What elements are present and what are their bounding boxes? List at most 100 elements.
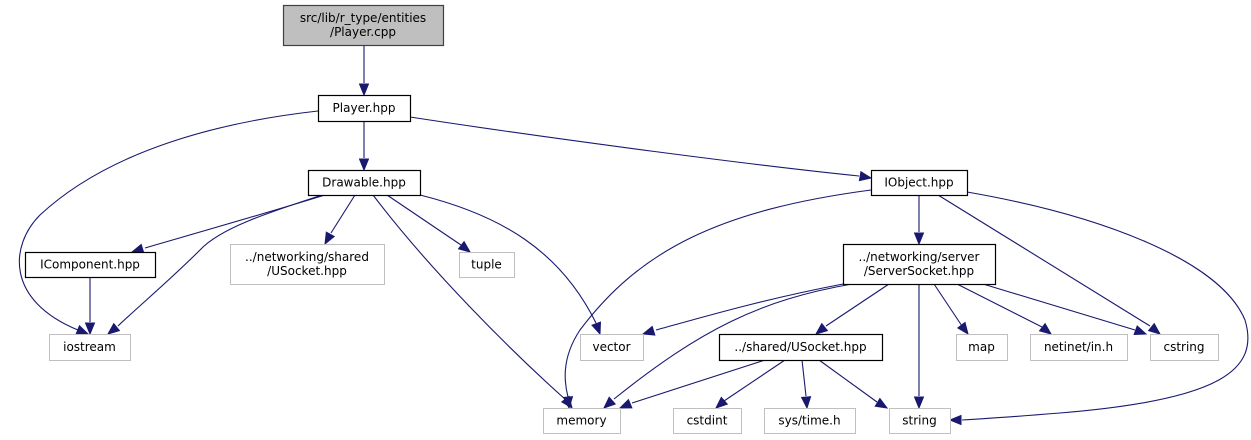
arrowhead-icon <box>618 398 633 409</box>
edge-line <box>818 359 878 403</box>
node-label: netinet/in.h <box>1044 340 1113 354</box>
arrowhead-icon <box>358 158 370 172</box>
arrowhead-icon <box>130 243 145 254</box>
node-label: /Player.cpp <box>330 25 396 39</box>
node-icomponent-hpp[interactable]: IComponent.hpp <box>24 251 157 279</box>
edge-iobject-hpp-to-string <box>948 191 1249 426</box>
node-box <box>230 244 385 285</box>
edge-line <box>933 283 963 327</box>
node-box <box>1150 334 1219 361</box>
arrowhead-icon <box>358 83 370 97</box>
edge-shared-usocket-hpp-to-memory <box>618 359 766 409</box>
arrowhead-icon <box>874 397 889 409</box>
node-label: IObject.hpp <box>884 176 953 190</box>
node-vector: vector <box>580 334 644 361</box>
node-box <box>673 408 742 434</box>
node-label: sys/time.h <box>778 414 840 428</box>
edge-line <box>372 194 567 401</box>
edge-serversocket-hpp-to-netinet-in-h <box>956 283 1053 335</box>
arrowhead-icon <box>956 321 969 336</box>
node-cstring: cstring <box>1150 334 1219 361</box>
edge-player-hpp-to-drawable-hpp <box>358 121 370 172</box>
edge-line <box>386 194 462 246</box>
edge-player-hpp-to-iostream <box>18 110 319 335</box>
arrowhead-icon <box>858 170 873 182</box>
edge-line <box>801 359 807 397</box>
node-iostream: iostream <box>49 334 131 361</box>
node-box <box>718 333 884 362</box>
node-map: map <box>956 334 1008 361</box>
node-player-cpp[interactable]: src/lib/r_type/entities/Player.cpp <box>282 4 445 47</box>
arrowhead-icon <box>913 232 925 246</box>
edge-line <box>330 194 356 234</box>
node-label: ../shared/USocket.hpp <box>734 340 866 354</box>
arrowhead-icon <box>84 322 96 336</box>
arrowhead-icon <box>591 321 601 336</box>
node-box <box>580 334 644 361</box>
edge-line <box>613 283 853 400</box>
node-drawable-hpp[interactable]: Drawable.hpp <box>307 169 422 197</box>
arrowhead-icon <box>75 324 90 335</box>
node-label: ../networking/shared <box>245 250 369 264</box>
edge-shared-usocket-hpp-to-sys-time-h <box>800 359 812 410</box>
edge-line <box>825 283 890 327</box>
node-box <box>1030 334 1128 361</box>
edge-serversocket-hpp-to-cstring <box>982 283 1148 335</box>
arrowhead-icon <box>800 396 812 410</box>
node-serversocket-hpp[interactable]: ../networking/server/ServerSocket.hpp <box>842 243 997 286</box>
edge-iobject-hpp-to-cstring <box>937 194 1162 335</box>
edge-line <box>937 194 1151 327</box>
edge-icomponent-hpp-to-iostream <box>84 277 96 336</box>
node-box <box>459 252 515 278</box>
edge-serversocket-hpp-to-shared-usocket-hpp <box>814 283 890 335</box>
arrowhead-icon <box>1038 322 1053 335</box>
edge-line <box>961 191 1249 421</box>
edge-shared-usocket-hpp-to-string <box>818 359 889 409</box>
arrowhead-icon <box>324 231 336 246</box>
edge-serversocket-hpp-to-map <box>933 283 969 336</box>
edge-line <box>982 283 1136 331</box>
node-netinet-in-h: netinet/in.h <box>1030 334 1128 361</box>
edge-line <box>956 283 1043 328</box>
node-box <box>956 334 1008 361</box>
edges-layer <box>18 45 1249 426</box>
edge-line <box>655 283 844 331</box>
arrowhead-icon <box>913 396 925 410</box>
arrowhead-icon <box>457 240 472 253</box>
node-box <box>317 94 412 123</box>
node-box <box>307 169 422 197</box>
node-box <box>49 334 131 361</box>
node-sys-time-h: sys/time.h <box>764 408 856 434</box>
edge-iobject-hpp-to-memory <box>562 189 872 410</box>
arrowhead-icon <box>814 322 829 335</box>
node-box <box>24 251 157 279</box>
edge-player-cpp-to-player-hpp <box>358 45 370 97</box>
node-label: /ServerSocket.hpp <box>864 264 974 278</box>
node-iobject-hpp[interactable]: IObject.hpp <box>870 169 969 197</box>
node-player-hpp[interactable]: Player.hpp <box>317 94 412 123</box>
node-label: iostream <box>63 340 116 354</box>
node-shared-usocket-hpp[interactable]: ../shared/USocket.hpp <box>718 333 884 362</box>
node-label: /USocket.hpp <box>267 264 347 278</box>
node-label: cstring <box>1163 340 1204 354</box>
arrowhead-icon <box>641 325 656 336</box>
edge-drawable-hpp-to-net-shared-usocket <box>324 194 356 246</box>
edge-iobject-hpp-to-serversocket-hpp <box>913 195 925 246</box>
edge-shared-usocket-hpp-to-cstdint <box>715 359 786 409</box>
node-label: Drawable.hpp <box>322 176 406 190</box>
edge-line <box>117 194 323 327</box>
edge-drawable-hpp-to-tuple <box>386 194 472 253</box>
arrowhead-icon <box>106 322 121 335</box>
edge-line <box>18 110 319 331</box>
node-label: tuple <box>471 258 502 272</box>
node-box <box>842 243 997 286</box>
node-box <box>282 4 445 47</box>
node-box <box>889 408 951 434</box>
arrowhead-icon <box>562 396 574 410</box>
node-tuple: tuple <box>459 252 515 278</box>
arrowhead-icon <box>715 396 729 409</box>
node-net-shared-usocket: ../networking/shared/USocket.hpp <box>230 244 385 285</box>
edge-drawable-hpp-to-vector <box>419 194 601 336</box>
node-cstdint: cstdint <box>673 408 742 434</box>
